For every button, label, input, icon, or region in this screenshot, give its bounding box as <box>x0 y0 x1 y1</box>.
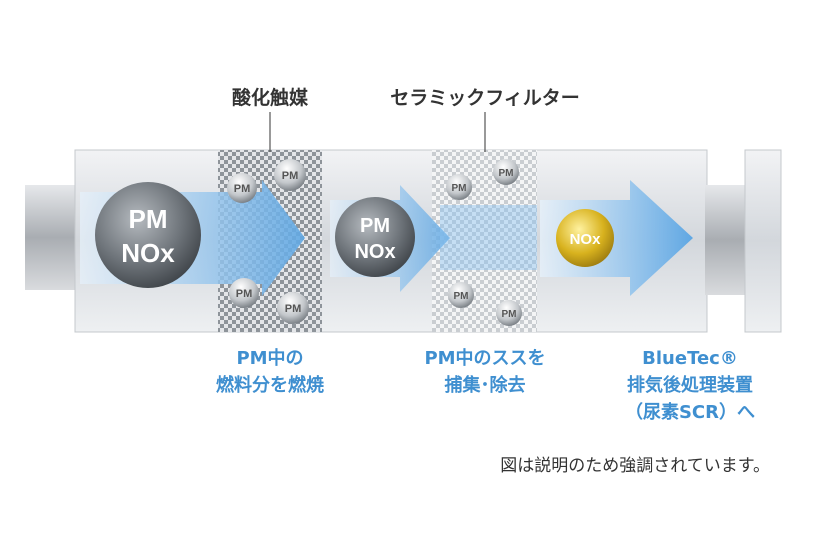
catalyst-caption: PM中の 燃料分を燃焼 <box>216 347 324 396</box>
filter-label: セラミックフィルター <box>390 87 580 109</box>
svg-text:排気後処理装置: 排気後処理装置 <box>627 374 753 396</box>
svg-text:NOx: NOx <box>570 231 602 248</box>
inlet-pipe <box>25 185 77 290</box>
pm-nox-particle-medium: PM NOx <box>335 197 415 277</box>
svg-text:PM: PM <box>285 303 302 315</box>
svg-text:PM: PM <box>452 183 467 194</box>
svg-text:PM: PM <box>234 183 251 195</box>
svg-text:PM: PM <box>502 309 517 320</box>
filter-flow <box>440 205 537 270</box>
svg-text:PM中のススを: PM中のススを <box>424 347 545 369</box>
svg-text:PM: PM <box>282 170 299 182</box>
nox-particle: NOx <box>556 209 614 267</box>
flow-arrow-3 <box>540 180 693 296</box>
pm-particles-filter: PM PM PM PM <box>446 159 522 326</box>
svg-text:燃料分を燃焼: 燃料分を燃焼 <box>216 374 324 396</box>
svg-text:捕集･除去: 捕集･除去 <box>445 374 526 396</box>
svg-text:（尿素SCR）へ: （尿素SCR）へ <box>625 402 755 423</box>
pm-nox-particle-large: PM NOx <box>95 182 201 288</box>
svg-text:NOx: NOx <box>354 241 395 263</box>
svg-text:PM: PM <box>129 204 168 234</box>
svg-text:NOx: NOx <box>121 238 175 268</box>
svg-text:BlueTec®: BlueTec® <box>642 348 738 369</box>
outlet-pipe <box>705 185 747 295</box>
catalyst-label: 酸化触媒 <box>232 86 309 109</box>
svg-text:PM: PM <box>499 168 514 179</box>
svg-text:PM: PM <box>236 288 253 300</box>
svg-text:PM: PM <box>454 291 469 302</box>
bluetec-caption: BlueTec® 排気後処理装置 （尿素SCR）へ <box>625 348 755 423</box>
disclaimer-note: 図は説明のため強調されています。 <box>500 456 770 476</box>
svg-text:PM: PM <box>360 215 390 237</box>
pm-particles-catalyst: PM PM PM PM <box>227 159 309 324</box>
outlet-flange <box>744 149 782 333</box>
svg-text:PM中の: PM中の <box>236 347 303 369</box>
filter-caption: PM中のススを 捕集･除去 <box>424 347 545 396</box>
